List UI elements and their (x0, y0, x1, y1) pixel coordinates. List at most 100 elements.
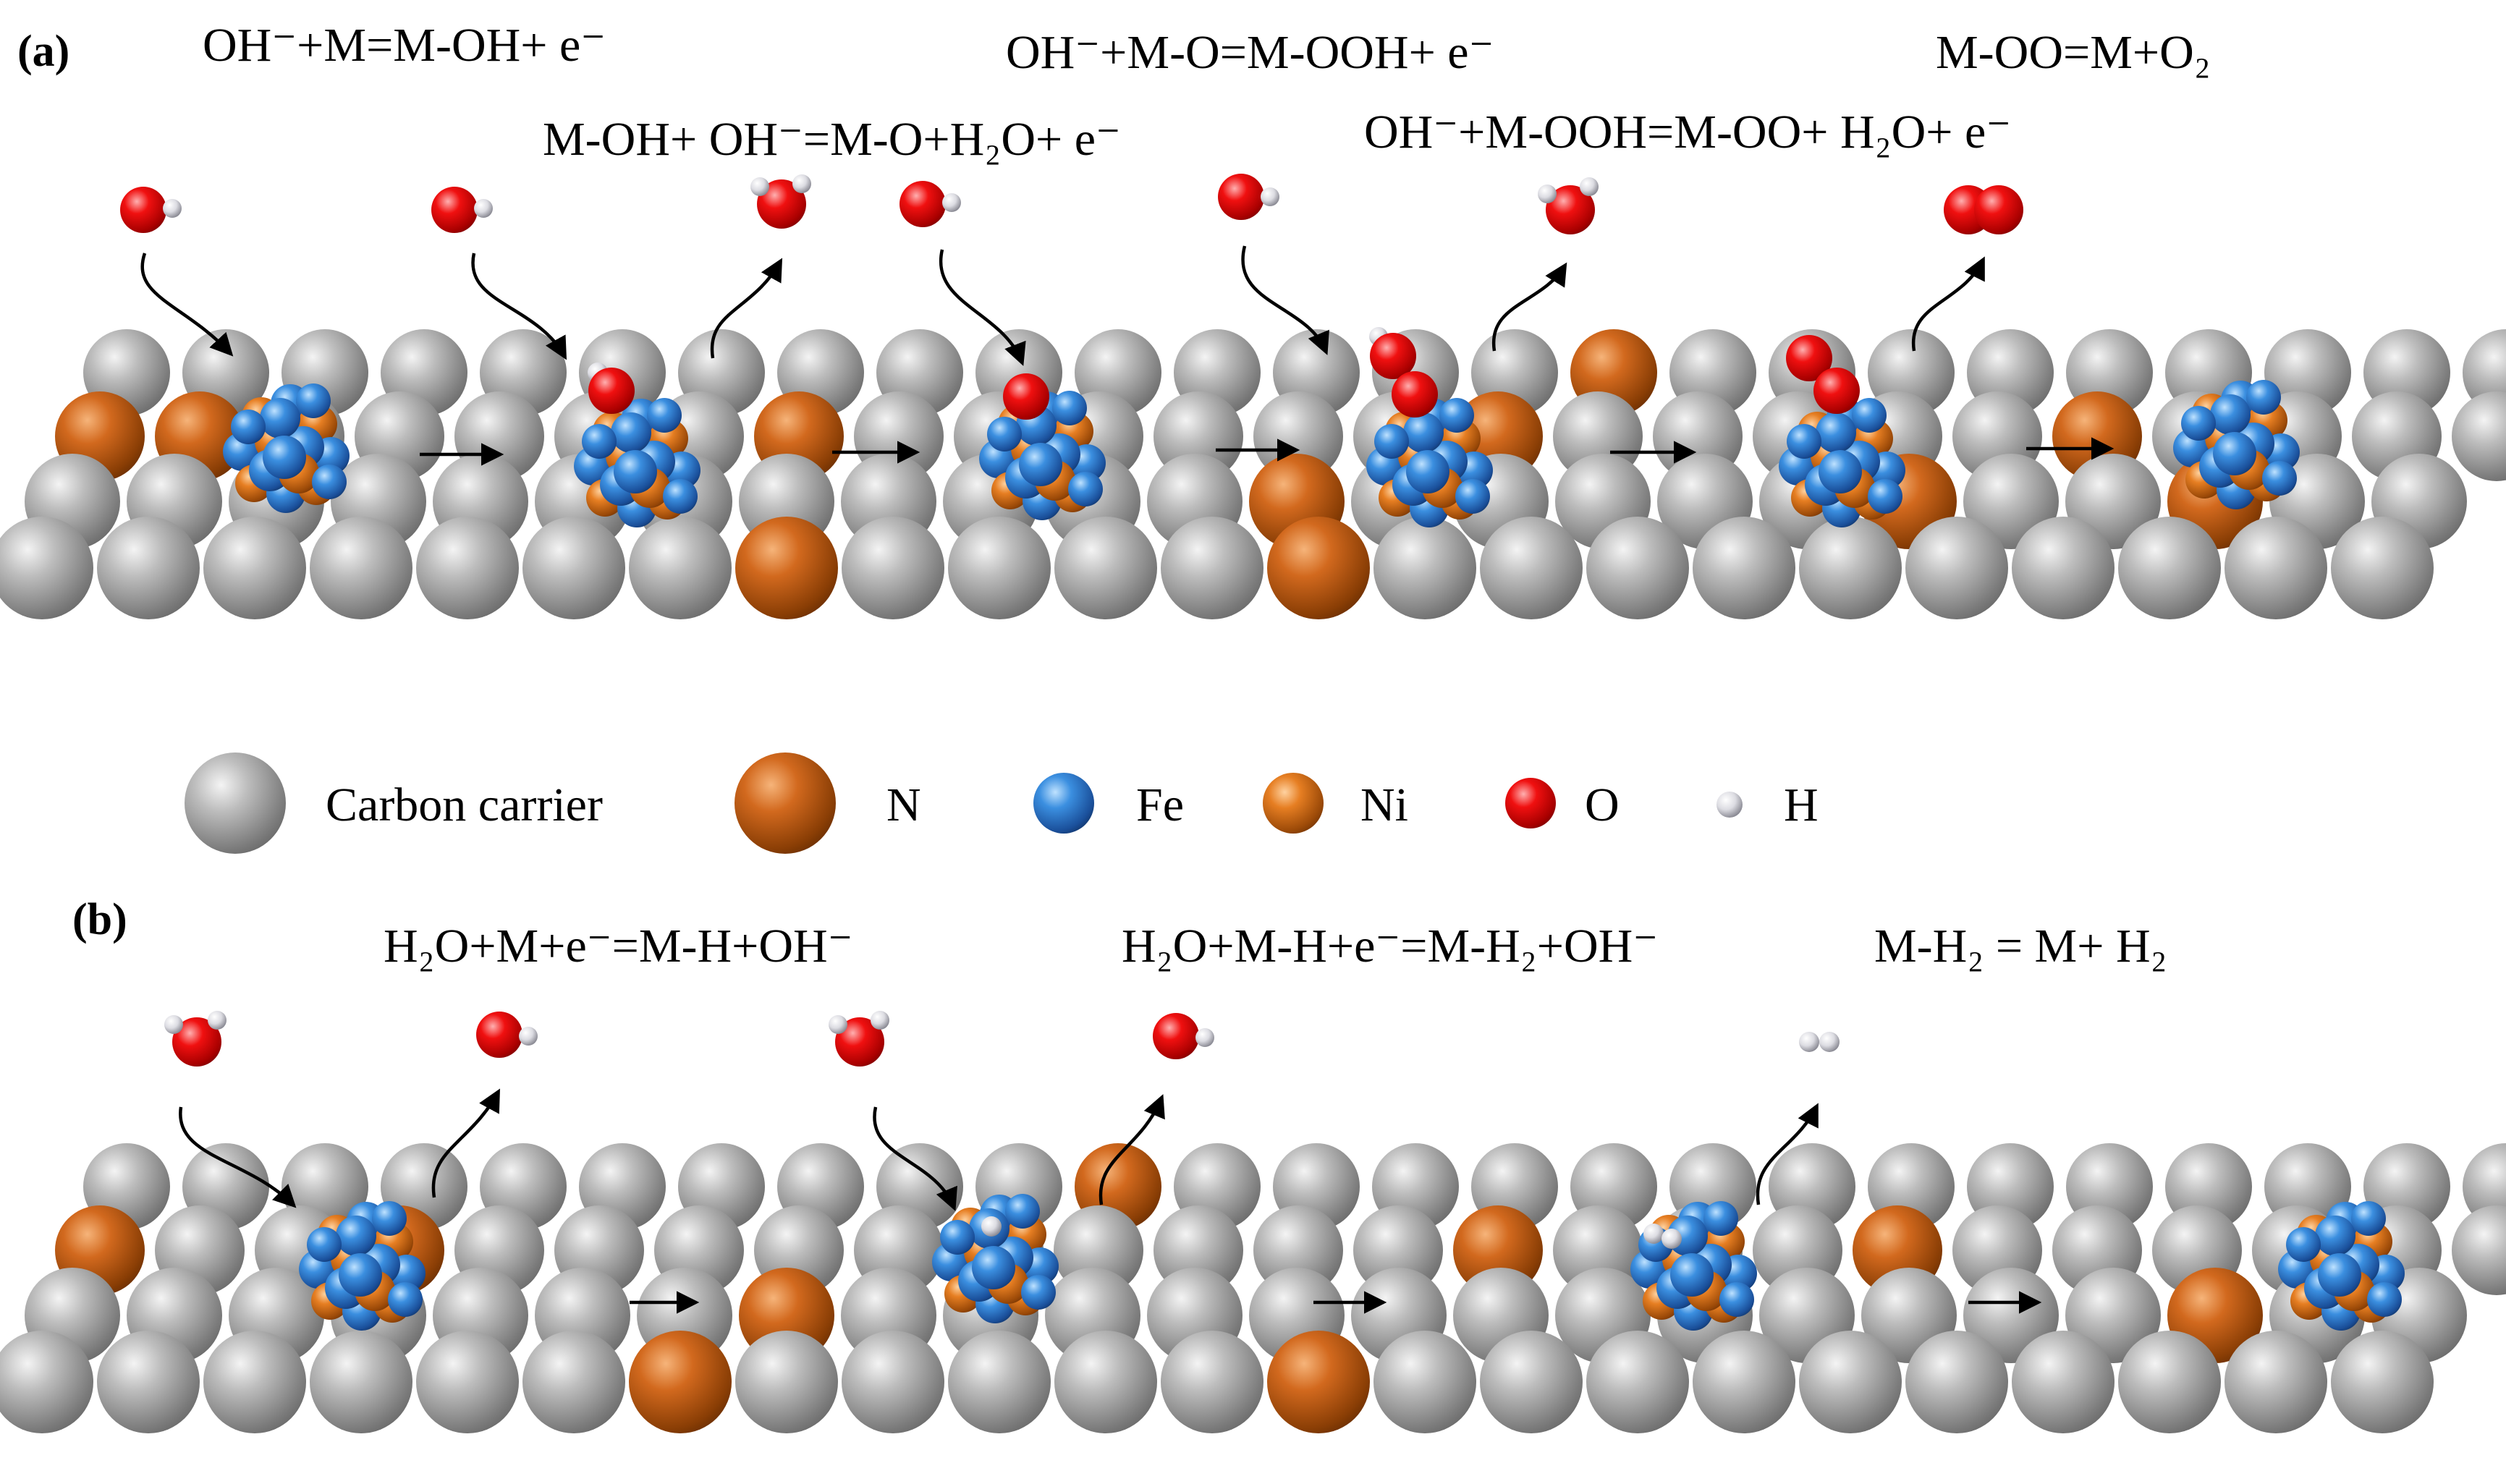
legend-label-h: H (1784, 779, 1819, 831)
equation-her-step3: M-H₂ = M+ H₂ (1874, 920, 2167, 972)
carbon-atom-a-r3c14 (1480, 517, 1583, 619)
carbon-atom-a-r3c6 (629, 517, 732, 619)
oxygen-atom-a3 (1003, 373, 1049, 420)
fe-ni-cluster-b-0 (299, 1201, 426, 1331)
carbon-atom-a-r3c1 (97, 517, 200, 619)
hydrogen-atom-b3b (1662, 1229, 1682, 1249)
hydrogen-atom-a1 (163, 199, 182, 218)
iron-atom-14 (2286, 1227, 2321, 1262)
carbon-atom-b-r1c24 (2452, 1205, 2506, 1295)
hydrogen-atom-b3a (1643, 1224, 1664, 1244)
iron-atom-12 (260, 398, 300, 438)
hydrogen-atom-water-a2 (792, 174, 811, 193)
fe-ni-cluster-b-2 (1630, 1201, 1757, 1331)
iron-atom-15 (1868, 479, 1902, 514)
desorption-arrow-b3 (1756, 1103, 1819, 1205)
legend-label-o: O (1585, 779, 1620, 831)
iron-atom-16 (2318, 1253, 2361, 1297)
carbon-atom-b-r3c18 (1905, 1331, 2008, 1433)
carbon-atom-b-r3c20 (2118, 1331, 2221, 1433)
iron-atom-15 (663, 479, 698, 514)
adsorption-arrow-b2 (873, 1106, 957, 1211)
equation-oer-step1: OH⁻+M=M-OH+ e⁻ (203, 19, 606, 72)
oxygen-molecule-a2 (1974, 185, 2023, 234)
iron-atom-16 (972, 1246, 1015, 1289)
iron-atom-14 (1787, 424, 1821, 459)
equation-oer-step2: M-OH+ OH⁻=M-O+H₂O+ e⁻ (543, 113, 1121, 166)
carbon-atom-b-r3c15 (1586, 1331, 1689, 1433)
legend-label-carbon: Carbon carrier (326, 779, 603, 831)
carbon-atom-a-r3c2 (203, 517, 306, 619)
fe-ni-cluster-a-3 (1366, 398, 1493, 527)
carbon-atom-b-r3c7 (735, 1331, 838, 1433)
iron-atom-12 (336, 1216, 376, 1256)
iron-atom-13 (2246, 380, 2281, 415)
oxygen-atom-a1 (120, 187, 166, 233)
iron-atom-14 (231, 410, 266, 444)
iron-atom-12 (611, 412, 651, 453)
hydrogen-atom-oh-b1 (519, 1027, 538, 1046)
carbon-atom-a-r3c21 (2225, 517, 2327, 619)
carbon-atom-a-r3c4 (416, 517, 519, 619)
carbon-atom-b-r3c11 (1161, 1331, 1263, 1433)
equation-oer-step5: M-OO=M+O₂ (1936, 26, 2211, 79)
carbon-atom-b-r3c10 (1054, 1331, 1157, 1433)
panel-label-a: (a) (17, 27, 70, 76)
carbon-atom-a-r3c0 (0, 517, 93, 619)
oxygen-atom-oh-b1 (476, 1012, 522, 1058)
carbon-atom-a-r3c11 (1161, 517, 1263, 619)
hydrogen-atom-b2 (981, 1216, 1002, 1237)
carbon-atom-b-r3c17 (1799, 1331, 1902, 1433)
iron-atom-14 (307, 1227, 342, 1262)
oxygen-atom-water-b2 (835, 1017, 884, 1067)
iron-atom-16 (263, 436, 306, 479)
oxygen-atom-a3-in (899, 181, 946, 227)
nitrogen-atom-a-r3c12 (1267, 517, 1370, 619)
carbon-atom-a-r3c8 (842, 517, 944, 619)
equation-her-step2: H₂O+M-H+e⁻=M-H₂+OH⁻ (1122, 920, 1659, 972)
iron-atom-12 (1403, 412, 1444, 453)
carbon-atom-a-r3c22 (2331, 517, 2434, 619)
carbon-atom-b-r3c5 (522, 1331, 625, 1433)
oxygen-atom-a2-in (431, 187, 478, 233)
carbon-atom-b-r3c9 (948, 1331, 1051, 1433)
adsorption-arrow-a2 (471, 253, 567, 360)
carbon-atom-a-r3c17 (1799, 517, 1902, 619)
oxygen-atom-water-a4 (1546, 185, 1595, 234)
carbon-atom-b-r3c14 (1480, 1331, 1583, 1433)
hydrogen-atom-water-a1 (750, 177, 769, 196)
iron-atom-16 (1819, 450, 1862, 493)
legend-sphere-carbon (185, 752, 286, 854)
legend-sphere-ni (1263, 773, 1324, 834)
iron-atom-15 (2367, 1282, 2402, 1317)
iron-atom-16 (2213, 432, 2256, 475)
desorption-arrow-a4 (1491, 262, 1567, 352)
iron-atom-14 (940, 1220, 975, 1255)
iron-atom-16 (339, 1253, 382, 1297)
carbon-atom-b-r3c2 (203, 1331, 306, 1433)
carbon-atom-a-r3c3 (310, 517, 412, 619)
hydrogen-atom-a3-in (942, 193, 961, 212)
iron-atom-15 (1021, 1275, 1056, 1310)
carbon-atom-a-r3c19 (2012, 517, 2115, 619)
fe-ni-cluster-b-1 (932, 1194, 1059, 1323)
nitrogen-atom-b-r3c12 (1267, 1331, 1370, 1433)
panel-label-b: (b) (72, 895, 127, 944)
carbon-atom-a-r3c20 (2118, 517, 2221, 619)
iron-atom-13 (647, 398, 682, 433)
iron-atom-16 (614, 450, 657, 493)
iron-atom-13 (1852, 398, 1887, 433)
fe-ni-cluster-b-3 (2278, 1201, 2405, 1331)
oxygen-atom-a4 (1392, 371, 1438, 417)
hydrogen-atom-a2-in (474, 199, 493, 218)
carbon-atom-b-r3c4 (416, 1331, 519, 1433)
carbon-atom-b-r3c19 (2012, 1331, 2115, 1433)
iron-atom-15 (312, 465, 347, 499)
iron-atom-14 (582, 424, 617, 459)
oxygen-atom-a4-in (1218, 174, 1264, 220)
carbon-atom-b-r3c13 (1373, 1331, 1476, 1433)
catalyst-surface-oer (0, 329, 2506, 619)
oxygen-atom-a5-top (1786, 335, 1832, 381)
equation-oer-step4: OH⁻+M-OOH=M-OO+ H₂O+ e⁻ (1364, 106, 2012, 158)
